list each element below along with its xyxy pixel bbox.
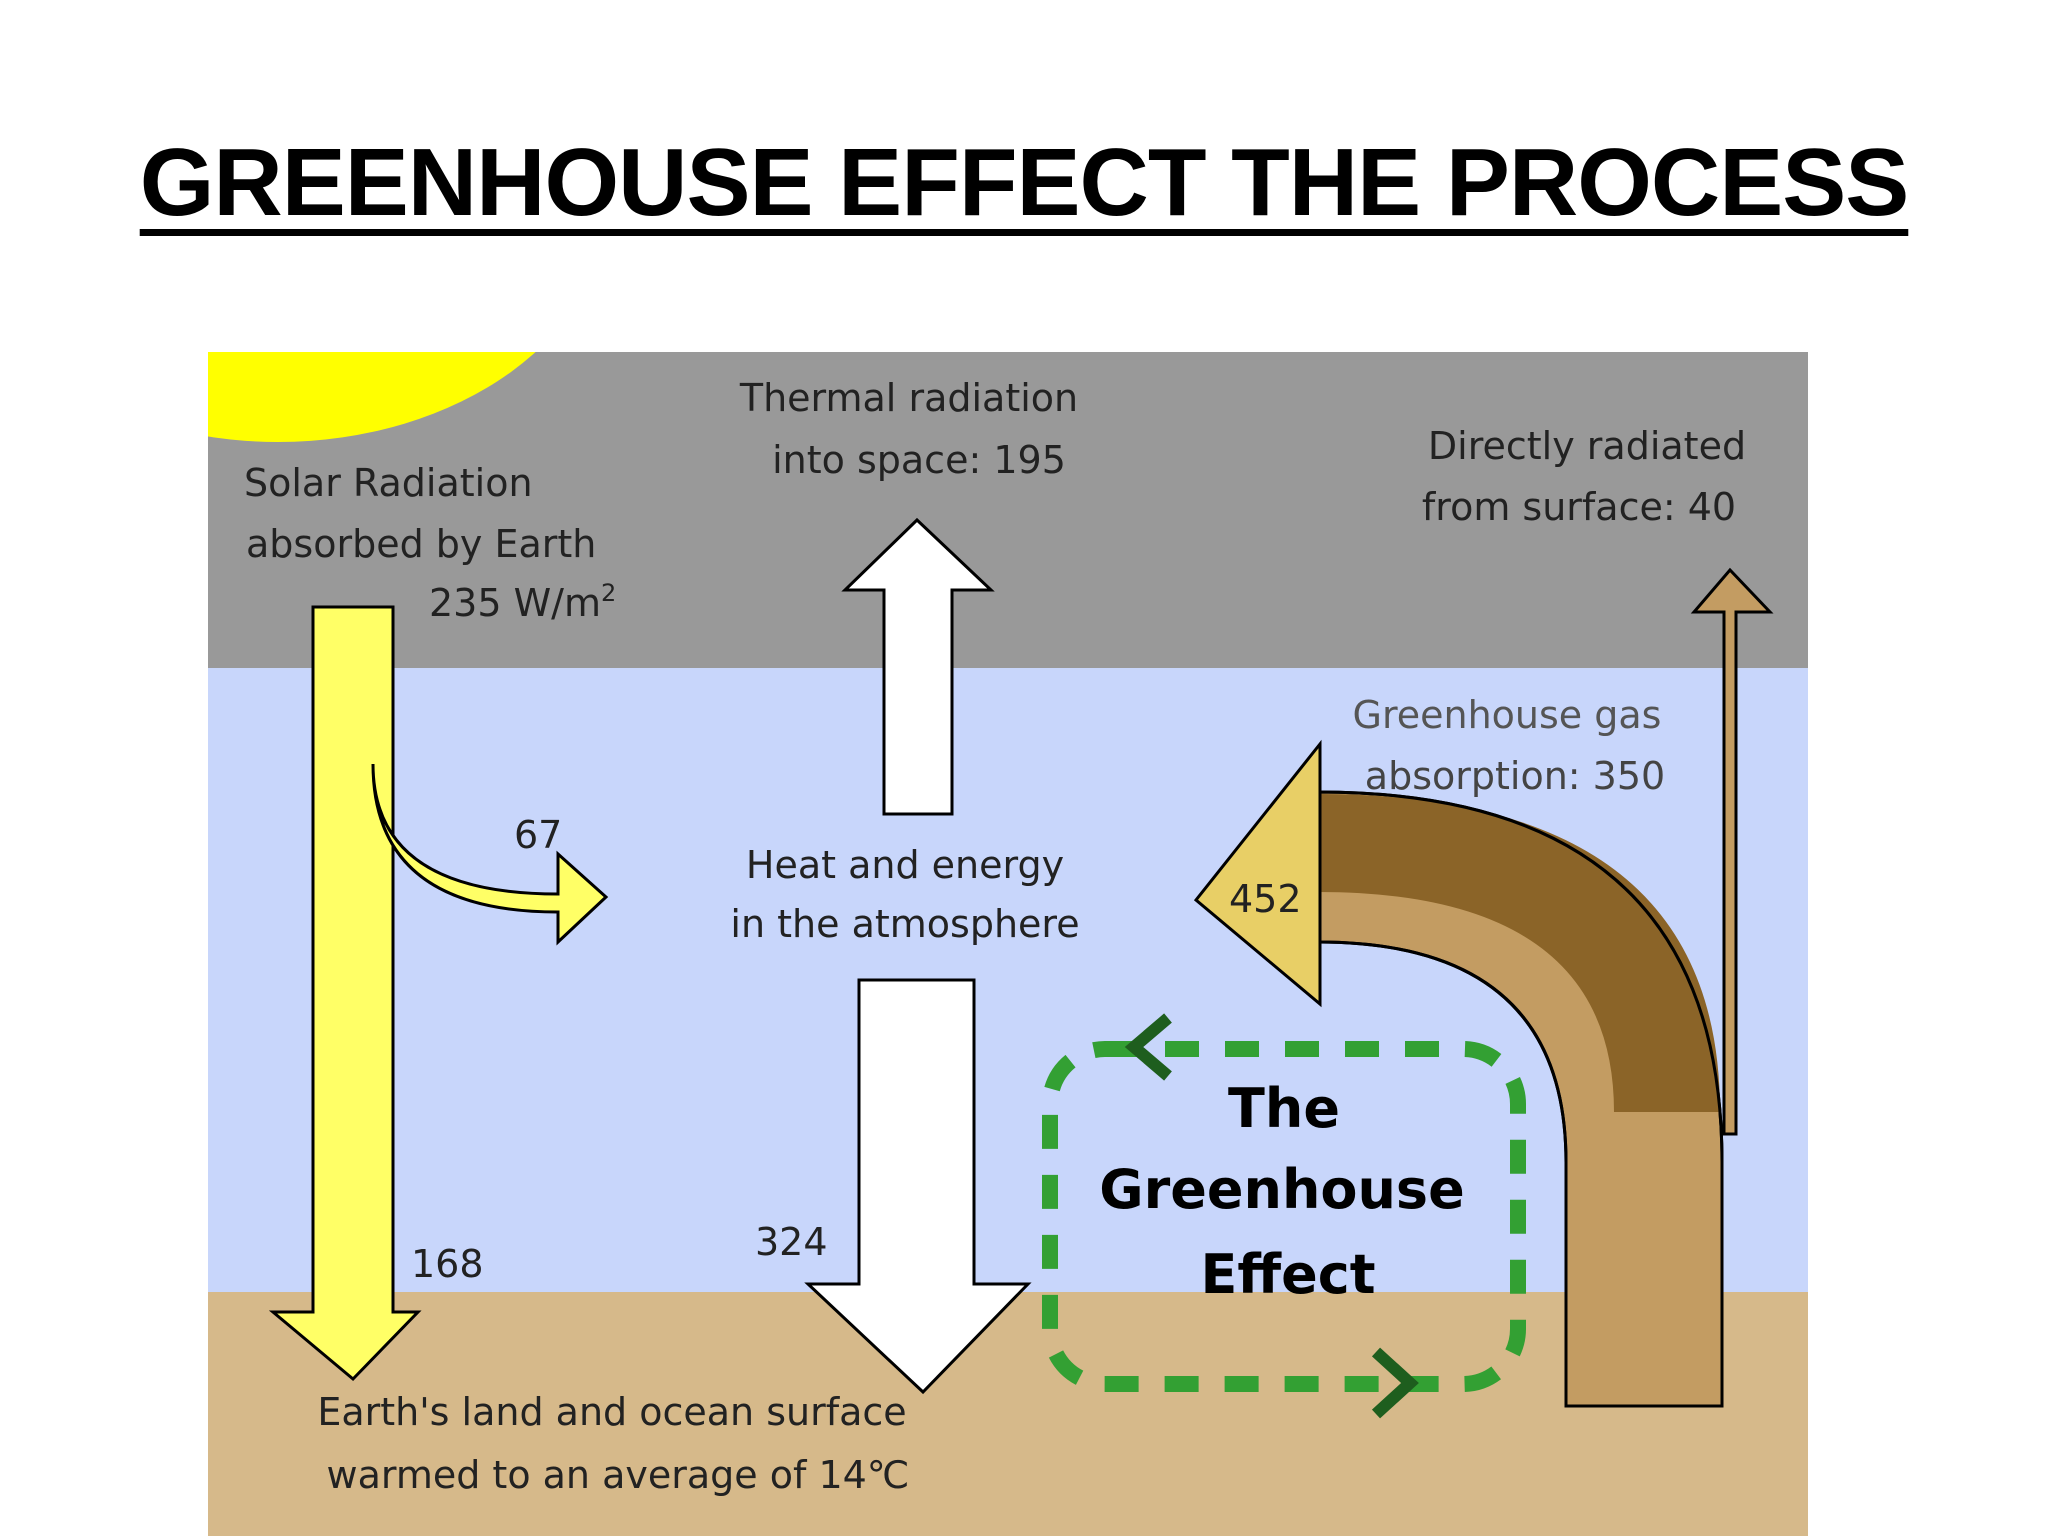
greenhouse-diagram: Solar Radiation absorbed by Earth 235 W/…	[208, 352, 1808, 1536]
direct-radiation-arrow	[1690, 567, 1774, 1136]
value-67: 67	[514, 813, 562, 857]
surface-label-line1: Earth's land and ocean surface	[317, 1390, 906, 1434]
absorbed-452-arrowhead	[1193, 739, 1322, 1008]
thermal-label-line2: into space: 195	[772, 438, 1066, 482]
greenhouse-loop	[1042, 1041, 1526, 1392]
surface-band	[208, 1292, 1808, 1536]
solar-value: 235 W/m2	[429, 579, 616, 625]
solar-value-number: 235 W/m	[429, 581, 601, 625]
surface-emission-elbow-outline	[1316, 790, 1724, 1408]
loop-arrow-bottom-icon	[1371, 1347, 1419, 1419]
effect-label-line1: The	[1228, 1077, 1340, 1140]
effect-label-line2: Greenhouse	[1099, 1158, 1464, 1221]
ghg-label-line1: Greenhouse gas	[1353, 693, 1662, 737]
sun-icon	[208, 352, 536, 442]
value-168: 168	[411, 1242, 484, 1286]
back-radiation-arrow	[804, 978, 1032, 1395]
direct-label-line1: Directly radiated	[1428, 424, 1746, 468]
thermal-radiation-arrow	[841, 517, 995, 816]
solar-value-sup: 2	[601, 579, 616, 607]
solar-radiation-arrow	[268, 605, 422, 1382]
surface-label-line2: warmed to an average of 14℃	[327, 1453, 910, 1497]
atmosphere-label-line1: Heat and energy	[746, 843, 1064, 887]
effect-label-line3: Effect	[1200, 1243, 1375, 1306]
value-452: 452	[1229, 877, 1302, 921]
solar-label-line1: Solar Radiation	[244, 461, 533, 505]
slide-title: GREENHOUSE EFFECT THE PROCESS	[139, 129, 1910, 236]
space-band	[208, 352, 1808, 668]
value-324: 324	[755, 1220, 828, 1264]
absorbed-67-arrow	[371, 763, 609, 946]
greenhouse-absorption-band	[1318, 794, 1720, 1112]
solar-label-line2: absorbed by Earth	[246, 522, 596, 566]
ghg-label-line2: absorption: 350	[1365, 754, 1665, 798]
direct-label-line2: from surface: 40	[1422, 485, 1736, 529]
thermal-label-line1: Thermal radiation	[739, 376, 1078, 420]
loop-arrow-top-icon	[1124, 1013, 1172, 1081]
atmosphere-label-line2: in the atmosphere	[730, 902, 1079, 946]
